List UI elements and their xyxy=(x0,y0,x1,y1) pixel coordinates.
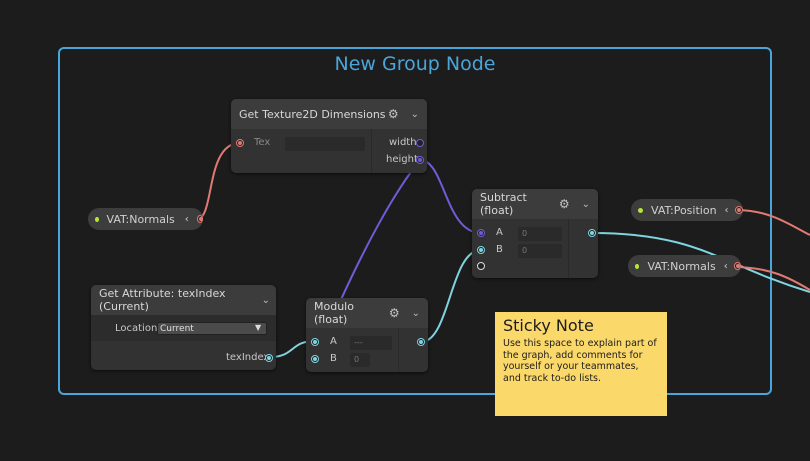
input-port-a[interactable] xyxy=(311,338,319,346)
modulo-node[interactable]: Modulo (float) ⚙ ⌄ A --- B 0 xyxy=(306,298,428,372)
output-label-width: width xyxy=(389,137,417,148)
node-title: Modulo (float) xyxy=(314,300,354,326)
vat-normals-right-property-node[interactable]: VAT:Normals ‹ xyxy=(628,255,741,277)
chevron-down-icon[interactable]: ⌄ xyxy=(261,294,270,306)
chevron-down-icon[interactable]: ⌄ xyxy=(411,307,420,319)
output-port-position[interactable] xyxy=(734,206,743,214)
input-label-b: B xyxy=(330,353,337,364)
output-port[interactable] xyxy=(588,229,596,237)
input-label-b: B xyxy=(496,244,503,255)
gear-icon[interactable]: ⚙ xyxy=(387,107,399,121)
input-port-b[interactable] xyxy=(477,246,485,254)
output-port-texindex[interactable] xyxy=(265,354,273,362)
chevron-left-icon[interactable]: ‹ xyxy=(184,213,189,225)
input-field-b[interactable]: 0 xyxy=(518,244,562,258)
node-title: Subtract (float) xyxy=(480,191,527,217)
output-port-width[interactable] xyxy=(416,139,424,147)
chevron-down-icon[interactable]: ⌄ xyxy=(410,108,419,120)
location-label: Location xyxy=(115,323,158,334)
texture-dimensions-node[interactable]: Get Texture2D Dimensions ⚙ ⌄ Tex width h… xyxy=(231,99,427,173)
output-label-height: height xyxy=(386,154,418,165)
location-dropdown[interactable]: Current xyxy=(157,322,267,335)
output-label-texindex: texIndex xyxy=(226,352,270,363)
input-label-tex: Tex xyxy=(254,137,271,148)
exposed-dot-icon xyxy=(95,216,99,222)
chevron-left-icon[interactable]: ‹ xyxy=(724,204,729,216)
node-header[interactable]: Subtract (float) ⚙ ⌄ xyxy=(472,189,598,219)
input-label-a: A xyxy=(496,227,503,238)
subtract-node[interactable]: Subtract (float) ⚙ ⌄ A 0 B 0 xyxy=(472,189,598,278)
get-attribute-node[interactable]: Get Attribute: texIndex (Current) ⌄ Loca… xyxy=(91,285,276,370)
property-label: VAT:Position xyxy=(651,203,717,217)
input-port-tex[interactable] xyxy=(236,139,244,147)
input-field-a[interactable]: 0 xyxy=(518,227,562,241)
sticky-note-title[interactable]: Sticky Note xyxy=(503,316,594,335)
property-label: VAT:Normals xyxy=(106,212,175,226)
output-port-height[interactable] xyxy=(416,156,424,164)
divider xyxy=(568,219,569,278)
divider xyxy=(371,129,372,173)
node-title: Get Texture2D Dimensions xyxy=(239,107,386,121)
input-label-a: A xyxy=(330,336,337,347)
exposed-dot-icon xyxy=(635,263,640,269)
gear-icon[interactable]: ⚙ xyxy=(558,197,570,211)
node-header[interactable]: Get Texture2D Dimensions ⚙ ⌄ xyxy=(231,99,427,129)
vat-normals-property-node[interactable]: VAT:Normals ‹ xyxy=(88,208,203,230)
property-label: VAT:Normals xyxy=(647,259,716,273)
exposed-dot-icon xyxy=(638,207,643,213)
output-port[interactable] xyxy=(417,338,425,346)
divider xyxy=(398,328,399,372)
input-port-a[interactable] xyxy=(477,229,485,237)
input-port-add[interactable] xyxy=(477,262,485,270)
vat-position-property-node[interactable]: VAT:Position ‹ xyxy=(631,199,743,221)
gear-icon[interactable]: ⚙ xyxy=(388,306,400,320)
input-field-b[interactable]: 0 xyxy=(350,353,370,367)
chevron-left-icon[interactable]: ‹ xyxy=(723,260,728,272)
tex-object-field[interactable] xyxy=(285,137,365,151)
node-header[interactable]: Modulo (float) ⚙ ⌄ xyxy=(306,298,428,328)
output-port-normals[interactable] xyxy=(733,262,741,270)
chevron-down-icon[interactable]: ⌄ xyxy=(581,198,590,210)
sticky-note[interactable]: Sticky Note Use this space to explain pa… xyxy=(495,312,667,416)
output-port-normals[interactable] xyxy=(196,215,203,223)
sticky-note-body[interactable]: Use this space to explain part of the gr… xyxy=(503,338,657,384)
node-title: Get Attribute: texIndex (Current) xyxy=(99,287,226,313)
input-port-b[interactable] xyxy=(311,355,319,363)
group-title[interactable]: New Group Node xyxy=(334,53,496,75)
input-field-a[interactable]: --- xyxy=(350,336,392,350)
node-header[interactable]: Get Attribute: texIndex (Current) ⌄ xyxy=(91,285,276,315)
